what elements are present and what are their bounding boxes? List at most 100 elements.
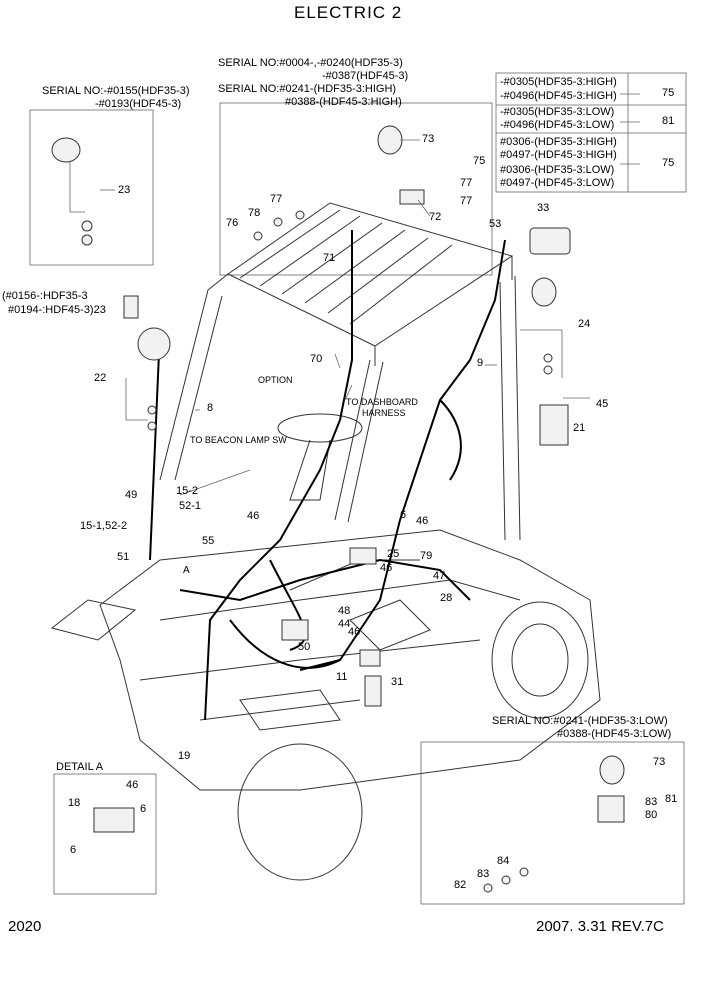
overhead-guard (159, 202, 521, 541)
serial-table-cell: #0306-(HDF35-3:LOW) (500, 164, 615, 176)
callout: 15-2 (176, 485, 199, 497)
serial-table-cell: -#0305(HDF35-3:LOW) (500, 106, 615, 118)
serial-note: #0388-(HDF45-3:LOW) (557, 728, 672, 740)
callout: 46 (348, 626, 361, 638)
callout: 31 (391, 676, 404, 688)
lamp-parts (51, 125, 625, 893)
callout: 55 (202, 535, 215, 547)
nut (81, 220, 93, 232)
callout: 15-1,52-2 (80, 520, 128, 532)
serial-table-cell: #0497-(HDF45-3:HIGH) (500, 149, 617, 161)
note-option: OPTION (258, 375, 293, 385)
note-beacon: TO BEACON LAMP SW (190, 435, 287, 445)
nut (147, 405, 157, 415)
callout: 8 (207, 402, 214, 414)
nut (543, 353, 553, 363)
detail-a-label: DETAIL A (56, 761, 104, 773)
callout: 46 (416, 515, 429, 527)
horn (281, 619, 309, 641)
note-dashboard: TO DASHBOARD (346, 397, 418, 407)
callout: 18 (68, 797, 81, 809)
serial-table-cell: -#0496(HDF45-3:LOW) (500, 119, 615, 131)
callout: 24 (578, 318, 591, 330)
inset-frame-lamp-early (29, 109, 154, 266)
callout: 6 (70, 844, 77, 856)
combination-lamp (539, 404, 569, 446)
serial-table-cell: -#0496(HDF45-3:HIGH) (500, 90, 617, 102)
beacon-bracket-high (399, 189, 425, 205)
callout: 75 (473, 155, 486, 167)
note-dashboard: HARNESS (362, 408, 406, 418)
nut (253, 231, 263, 241)
callout: 45 (596, 398, 609, 410)
serial-table-cell: -#0305(HDF35-3:HIGH) (500, 76, 617, 88)
wiring-harness (149, 230, 506, 721)
rear-work-lamp (531, 277, 557, 307)
lamp-bracket (123, 295, 139, 319)
callout: 52-1 (179, 500, 202, 512)
switch (364, 675, 382, 707)
washer (295, 210, 305, 220)
serial-table-part: 75 (662, 87, 675, 99)
serial-table-frame (495, 72, 687, 193)
serial-note: SERIAL NO:-#0155(HDF35-3) (42, 85, 190, 97)
callout: 28 (440, 592, 453, 604)
callout: 49 (125, 489, 138, 501)
detail-marker: A (183, 565, 190, 576)
work-lamp-front (137, 327, 171, 361)
work-lamp-early (51, 137, 81, 163)
serial-note: #0388-(HDF45-3:HIGH) (285, 96, 402, 108)
callout: 22 (94, 372, 107, 384)
callout: 83 (645, 796, 658, 808)
beacon-lamp-high (377, 125, 403, 155)
revision: 2007. 3.31 REV.7C (536, 918, 664, 935)
callout: 50 (298, 641, 311, 653)
serial-table-cell: #0497-(HDF45-3:LOW) (500, 177, 615, 189)
callout: 80 (645, 809, 658, 821)
steering-wheel (277, 413, 363, 501)
callout: 76 (226, 217, 239, 229)
callout: 6 (400, 509, 407, 521)
callout: 46 (380, 562, 393, 574)
callout: 11 (336, 671, 348, 683)
callout: 46 (247, 510, 260, 522)
callout: 44 (338, 618, 351, 630)
washer (519, 867, 529, 877)
callout: 23 (118, 184, 131, 196)
serial-note: SERIAL NO:#0004-,-#0240(HDF35-3) (218, 57, 403, 69)
callout: 19 (178, 750, 191, 762)
nut (543, 365, 553, 375)
beacon-lamp-low (599, 755, 625, 785)
chassis (50, 529, 601, 881)
callout: 81 (665, 793, 678, 805)
callout: 77 (460, 195, 473, 207)
callout: 82 (454, 879, 467, 891)
callout: 84 (497, 855, 510, 867)
connector (359, 649, 381, 667)
rear-lamp (529, 227, 571, 255)
callout: 47 (433, 570, 446, 582)
callout: 9 (477, 357, 484, 369)
callout: 21 (573, 422, 586, 434)
page-title: ELECTRIC 2 (294, 3, 403, 22)
callout: 53 (489, 218, 502, 230)
callout: 77 (270, 193, 283, 205)
callout: 77 (460, 177, 473, 189)
nut (483, 883, 493, 893)
inset-frame-detail-a (53, 773, 157, 895)
callout: 33 (537, 202, 550, 214)
serial-note: -#0387(HDF45-3) (322, 70, 409, 82)
callout: 48 (338, 605, 351, 617)
nut (147, 421, 157, 431)
inset-frame-beacon-high (219, 102, 493, 276)
relay (349, 547, 377, 565)
callout: 70 (310, 353, 323, 365)
detail-a-relay (93, 807, 135, 833)
callout: 72 (429, 211, 442, 223)
washer (501, 875, 511, 885)
callout: 25 (387, 548, 400, 560)
serial-note: -#0193(HDF45-3) (95, 98, 182, 110)
serial-table-part: 75 (662, 157, 675, 169)
callout: 46 (126, 779, 139, 791)
